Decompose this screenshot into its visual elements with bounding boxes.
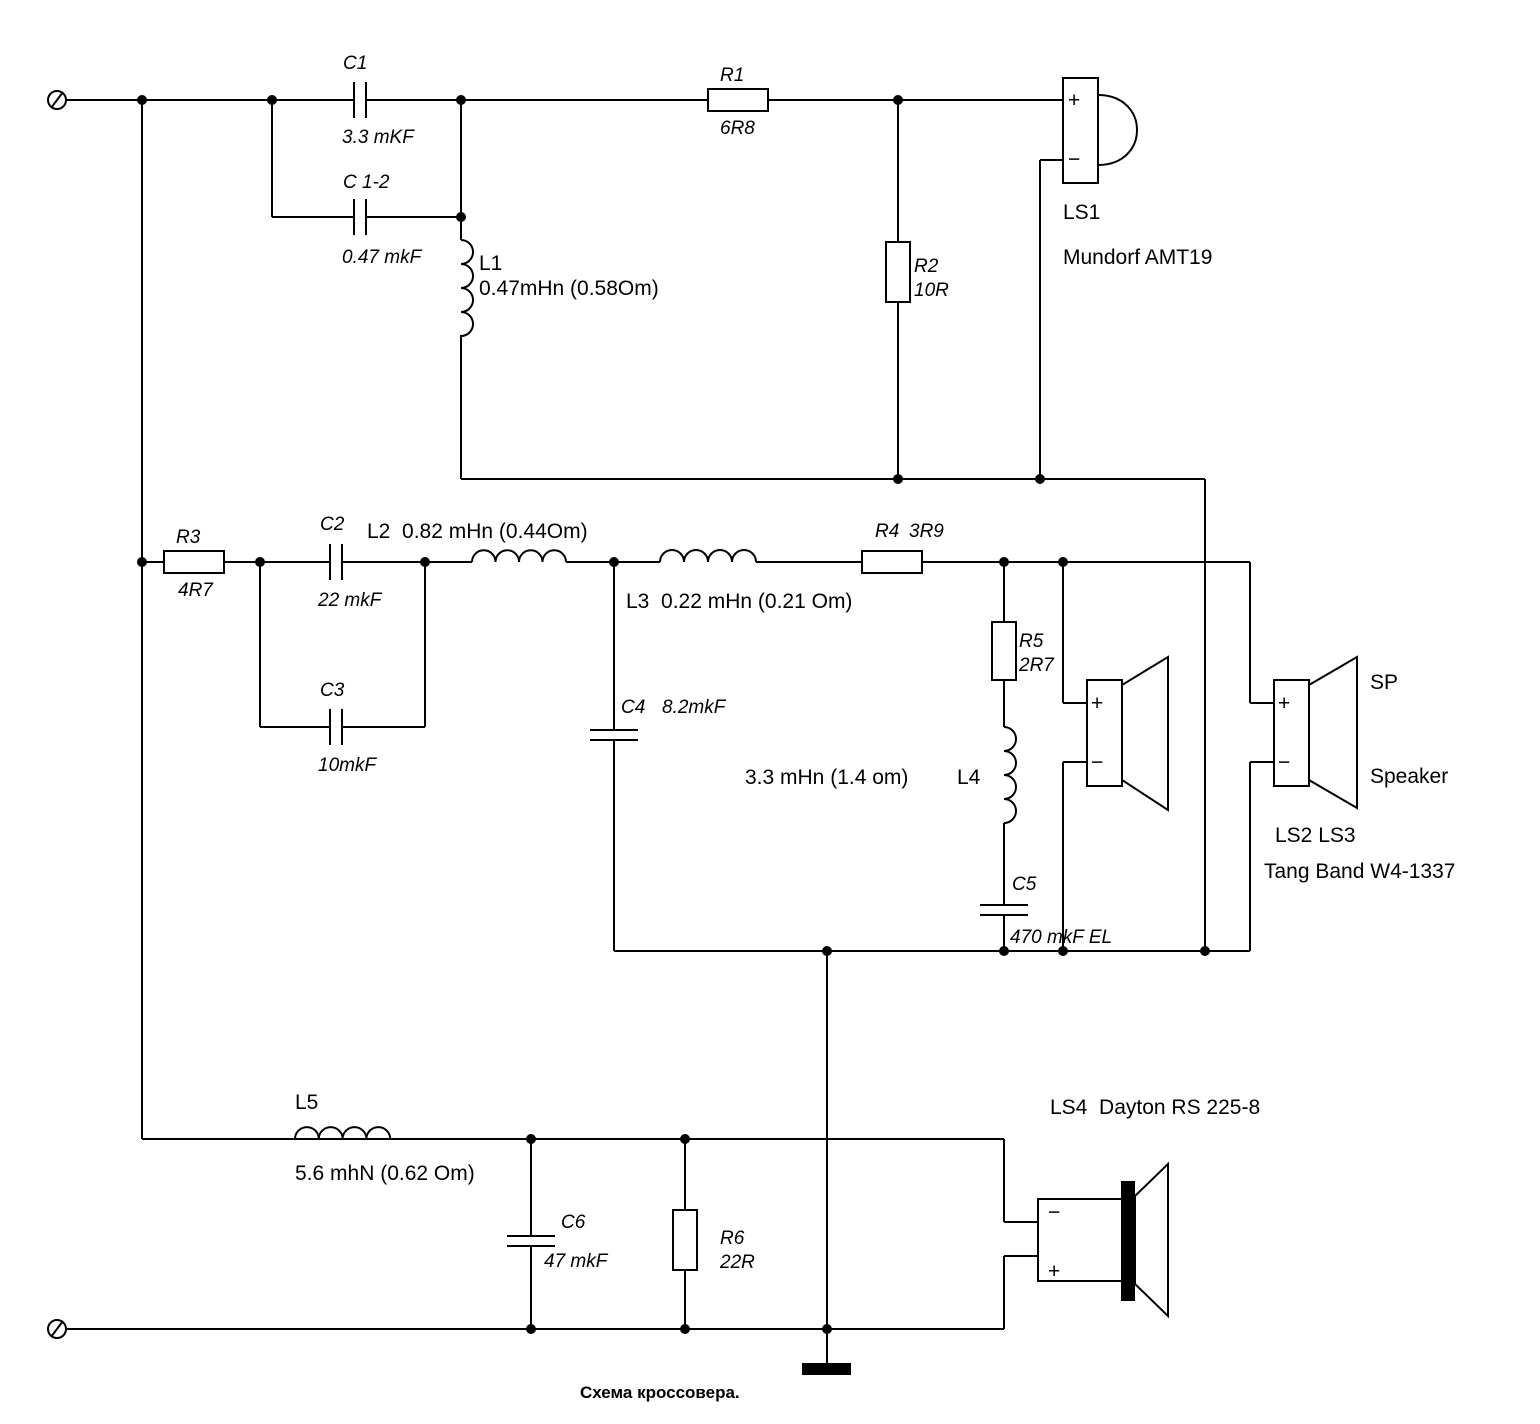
- capacitor-c1[interactable]: [353, 82, 367, 118]
- r5-value: 2R7: [1018, 655, 1055, 676]
- capacitor-c3[interactable]: [329, 709, 343, 745]
- resistor-r6[interactable]: [672, 1209, 698, 1271]
- r6-value: 22R: [719, 1252, 755, 1273]
- c1-2-value: 0.47 mkF: [342, 247, 423, 268]
- component-labels: C1 3.3 mKF C 1-2 0.47 mkF L1 0.47mHn (0.…: [176, 53, 1455, 1273]
- r2-value: 10R: [914, 280, 949, 301]
- c1-ref: C1: [343, 53, 367, 74]
- r2-ref: R2: [914, 256, 939, 277]
- speaker-label: Speaker: [1370, 765, 1448, 788]
- inductor-l2[interactable]: [471, 549, 567, 563]
- ground-symbol: [802, 1363, 851, 1375]
- input-terminal-bottom[interactable]: [47, 1319, 67, 1339]
- l2-label: L2 0.82 mHn (0.44Om): [367, 520, 588, 543]
- ls4-plus: +: [1048, 1260, 1060, 1283]
- input-terminal-top[interactable]: [47, 90, 67, 110]
- ls2-minus: −: [1091, 751, 1103, 774]
- ls1-model: Mundorf AMT19: [1063, 246, 1212, 269]
- resistor-r1[interactable]: [707, 88, 769, 112]
- ls23-model: Tang Band W4-1337: [1264, 860, 1455, 883]
- ls1-plus: +: [1068, 89, 1080, 112]
- ls4-minus: −: [1048, 1201, 1060, 1224]
- c6-value: 47 mkF: [544, 1251, 609, 1272]
- r4-ref: R4: [875, 521, 899, 542]
- diagram-caption: Схема кроссовера.: [580, 1383, 740, 1402]
- l3-label: L3 0.22 mHn (0.21 Om): [626, 590, 852, 613]
- tweeter-ls1[interactable]: [1062, 77, 1138, 184]
- c4-ref: C4: [621, 697, 645, 718]
- resistor-r3[interactable]: [163, 550, 225, 574]
- c2-value: 22 mkF: [317, 590, 383, 611]
- ls2-plus: +: [1091, 692, 1103, 715]
- l4-ref: L4: [957, 766, 981, 789]
- resistor-r5[interactable]: [991, 621, 1017, 681]
- r3-ref: R3: [176, 527, 201, 548]
- r1-value: 6R8: [720, 118, 755, 139]
- ls1-minus: −: [1068, 148, 1080, 171]
- r4-value: 3R9: [909, 521, 944, 542]
- c5-ref: C5: [1012, 874, 1037, 895]
- sp-label: SP: [1370, 671, 1398, 694]
- junction-dots: [137, 95, 1210, 1334]
- l4-value: 3.3 mHn (1.4 om): [745, 766, 908, 789]
- inductor-l5[interactable]: [294, 1126, 392, 1140]
- l5-value: 5.6 mhN (0.62 Om): [295, 1162, 475, 1185]
- ls4-label: LS4 Dayton RS 225-8: [1050, 1096, 1260, 1119]
- capacitor-c1-2[interactable]: [353, 199, 367, 235]
- resistor-r2[interactable]: [885, 241, 911, 303]
- r6-ref: R6: [720, 1228, 745, 1249]
- r5-ref: R5: [1019, 631, 1044, 652]
- c1-2-ref: C 1-2: [343, 172, 390, 193]
- speaker-ls3[interactable]: [1273, 655, 1358, 810]
- ls23-ref: LS2 LS3: [1275, 824, 1356, 847]
- inductor-l1[interactable]: [460, 239, 474, 338]
- r1-ref: R1: [720, 65, 744, 86]
- c3-ref: C3: [320, 680, 345, 701]
- l1-value: 0.47mHn (0.58Om): [479, 277, 659, 300]
- capacitor-c6[interactable]: [507, 1235, 555, 1247]
- capacitor-c4[interactable]: [590, 729, 638, 741]
- speaker-ls2[interactable]: [1086, 655, 1169, 812]
- polarity-marks: + − + − + − − +: [1048, 89, 1290, 1283]
- c2-ref: C2: [320, 514, 345, 535]
- l5-ref: L5: [295, 1091, 318, 1114]
- l1-ref: L1: [479, 252, 502, 275]
- ls1-ref: LS1: [1063, 201, 1100, 224]
- resistor-r4[interactable]: [861, 550, 923, 574]
- capacitor-c2[interactable]: [329, 544, 343, 580]
- inductor-l4[interactable]: [1003, 726, 1017, 824]
- c6-ref: C6: [561, 1212, 586, 1233]
- ls3-plus: +: [1278, 692, 1290, 715]
- c5-value: 470 mkF EL: [1010, 927, 1112, 948]
- c1-value: 3.3 mKF: [342, 127, 415, 148]
- ls3-minus: −: [1278, 751, 1290, 774]
- woofer-ls4[interactable]: [1037, 1161, 1169, 1319]
- c4-value: 8.2mkF: [662, 697, 727, 718]
- r3-value: 4R7: [178, 580, 214, 601]
- capacitor-c5[interactable]: [980, 904, 1028, 916]
- c3-value: 10mkF: [318, 755, 377, 776]
- inductor-l3[interactable]: [659, 549, 757, 563]
